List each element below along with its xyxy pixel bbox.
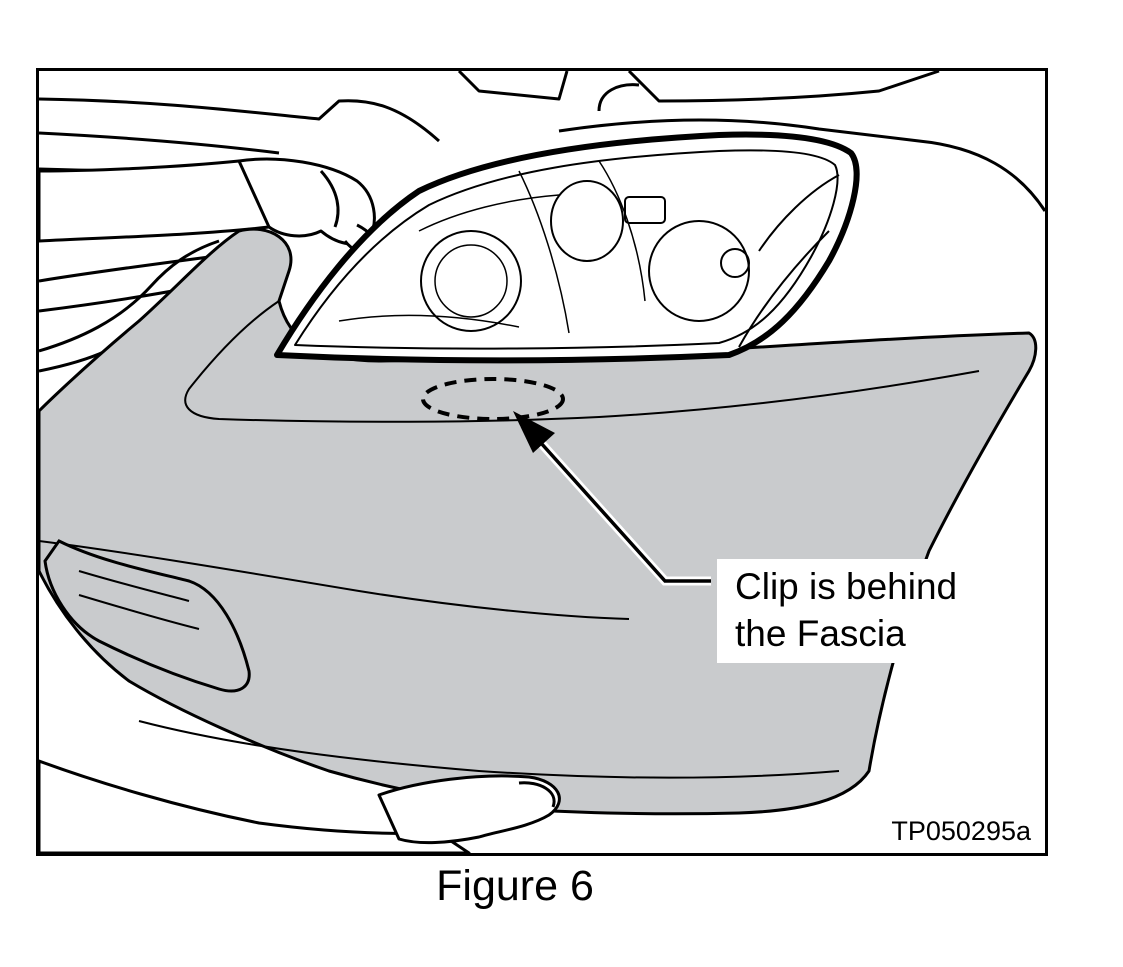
figure-caption: Figure 6 <box>436 862 594 910</box>
drawing-code: TP050295a <box>891 816 1031 846</box>
callout-label: Clip is behind the Fascia <box>717 559 987 663</box>
callout-line-2: the Fascia <box>735 613 906 654</box>
callout-arrow-icon <box>513 411 711 586</box>
headlamp-assembly <box>274 131 860 364</box>
bumper-headlamp-illustration <box>39 71 1045 853</box>
figure-frame: Clip is behind the Fascia TP050295a <box>36 68 1048 856</box>
callout-line-1: Clip is behind <box>735 566 958 607</box>
bumper-fascia <box>39 227 1038 816</box>
clip-location-dashed-ellipse <box>421 377 565 421</box>
upper-hand <box>39 157 376 253</box>
lower-hand <box>39 759 561 853</box>
